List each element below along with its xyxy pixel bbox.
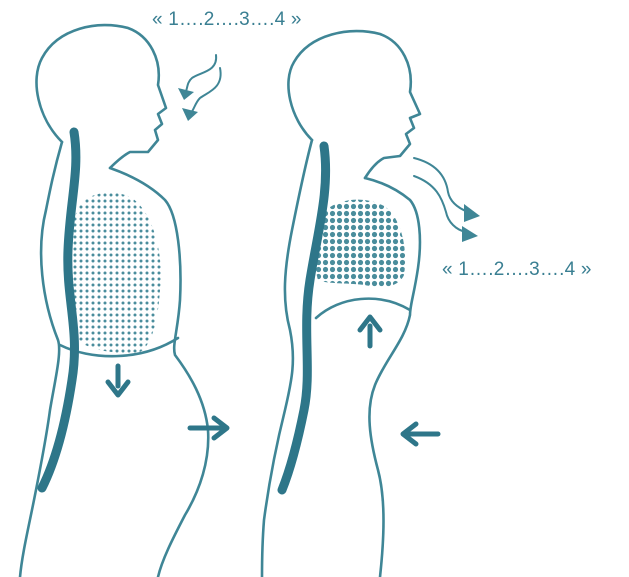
air-out-arrows-icon bbox=[414, 158, 480, 242]
exhale-count-label: « 1….2….3….4 » bbox=[442, 259, 592, 281]
air-in-arrows-icon bbox=[178, 55, 221, 121]
arrow-down-icon bbox=[108, 366, 128, 395]
inhale-back-outline bbox=[20, 142, 62, 577]
inhale-count-label: « 1….2….3….4 » bbox=[152, 9, 302, 31]
arrow-left-icon bbox=[403, 424, 438, 444]
exhale-lungs-dotted bbox=[315, 200, 405, 288]
inhale-head-outline bbox=[36, 25, 166, 168]
exhale-figure bbox=[262, 31, 420, 577]
exhale-diaphragm-line bbox=[316, 299, 410, 318]
inhale-lungs-dotted bbox=[67, 193, 161, 353]
arrow-up-icon bbox=[360, 317, 380, 346]
